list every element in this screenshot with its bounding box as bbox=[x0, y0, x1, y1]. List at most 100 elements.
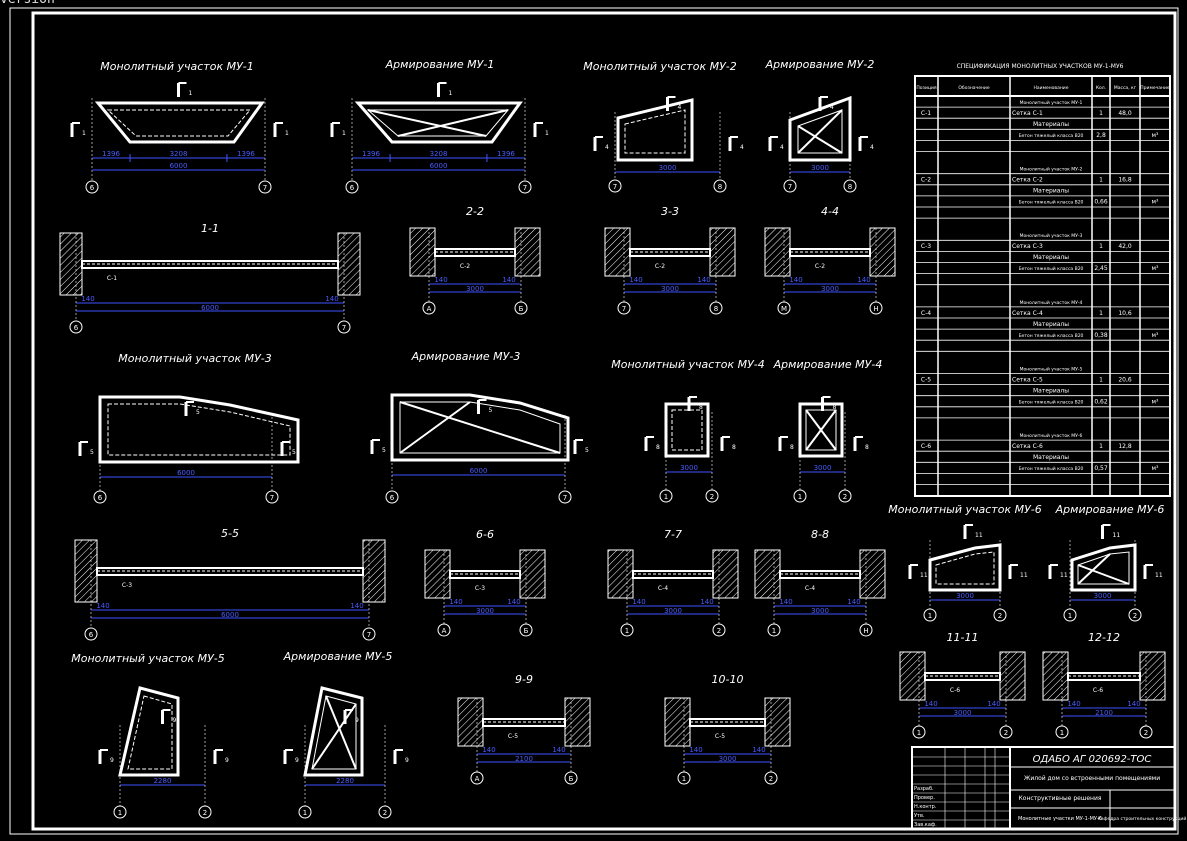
signature-role: Утв. bbox=[914, 813, 925, 819]
axis-bubble bbox=[859, 623, 873, 637]
axis-label: 2 bbox=[383, 809, 387, 817]
dim-text: 6000 bbox=[201, 304, 219, 312]
axis-bubble bbox=[767, 623, 781, 637]
signature-role: Н.контр. bbox=[914, 804, 937, 810]
spec-title: СПЕЦИФИКАЦИЯ МОНОЛИТНЫХ УЧАСТКОВ МУ-1-МУ… bbox=[957, 63, 1124, 70]
slab-inner-edge bbox=[624, 109, 686, 154]
section-mark-label: 4 bbox=[830, 104, 834, 111]
rebar-tag: С-1 bbox=[107, 275, 117, 282]
axis-bubble bbox=[198, 805, 212, 819]
organization: Кафедра строительных конструкций bbox=[1098, 815, 1187, 822]
axis-label: 7 bbox=[342, 324, 346, 332]
axis-label: 7 bbox=[523, 184, 527, 192]
header-fragment: version bbox=[0, 0, 55, 7]
dim-text: 1396 bbox=[497, 150, 515, 158]
axis-label: 2 bbox=[717, 627, 721, 635]
spec-qty: 1 bbox=[1099, 376, 1103, 383]
spec-mass: 42,0 bbox=[1118, 243, 1132, 250]
rebar-tag: С-4 bbox=[805, 585, 815, 592]
spec-qty: 1 bbox=[1099, 310, 1103, 317]
section-mark-label: 11 bbox=[1060, 572, 1068, 579]
section-mark-label: 5 bbox=[585, 447, 589, 454]
slab-outline bbox=[118, 686, 180, 777]
axis-label: 2 bbox=[1133, 612, 1137, 620]
slab-outline bbox=[798, 402, 844, 458]
wall-hatch bbox=[409, 227, 436, 277]
dim-text: 3000 bbox=[814, 464, 832, 472]
section-mark-label: 1 bbox=[285, 130, 289, 137]
axis-bubble bbox=[362, 627, 376, 641]
dim-text: 3000 bbox=[1094, 592, 1112, 600]
dim-text: 140 bbox=[924, 700, 937, 708]
dim-text: 6000 bbox=[221, 611, 239, 619]
spec-qty: 1 bbox=[1099, 443, 1103, 450]
axis-label: Н bbox=[873, 305, 878, 313]
spec-mass: 10,6 bbox=[1118, 310, 1132, 317]
axis-label: 1 bbox=[682, 775, 686, 783]
dim-text: 140 bbox=[325, 295, 338, 303]
section-mark-label: 11 bbox=[1020, 572, 1028, 579]
section-title: 9-9 bbox=[515, 673, 533, 686]
slab-outline bbox=[1070, 543, 1137, 592]
wall-hatch bbox=[59, 232, 83, 296]
section-title: 10-10 bbox=[712, 673, 744, 686]
section-mark-label: 11 bbox=[920, 572, 928, 579]
section-mark-label: 8 bbox=[865, 444, 869, 451]
dim-text: 140 bbox=[987, 700, 1000, 708]
spec-unit: м³ bbox=[1152, 265, 1160, 272]
spec-concrete: Бетон тяжелый класса В20 bbox=[1019, 132, 1084, 139]
axis-label: 2 bbox=[710, 493, 714, 501]
axis-bubble bbox=[783, 179, 797, 193]
spec-unit: м³ bbox=[1152, 332, 1160, 339]
section-mark-label: 11 bbox=[1113, 532, 1121, 539]
axis-label: 1 bbox=[1060, 729, 1064, 737]
spec-concrete: Бетон тяжелый класса В20 bbox=[1019, 332, 1084, 339]
wall-hatch bbox=[607, 549, 634, 599]
spec-group-name: Монолитный участок МУ-1 bbox=[1020, 99, 1083, 106]
axis-bubble bbox=[1139, 725, 1153, 739]
axis-label: Б bbox=[524, 627, 529, 635]
section-mark-label: 5 bbox=[489, 407, 493, 414]
dim-text: 3000 bbox=[821, 285, 839, 293]
rebar-tag: С-2 bbox=[460, 263, 470, 270]
dim-text: 3000 bbox=[680, 464, 698, 472]
axis-bubble bbox=[345, 180, 359, 194]
spec-mass: 48,0 bbox=[1118, 110, 1132, 117]
slab-inner-edge bbox=[935, 551, 995, 585]
axis-label: 2 bbox=[769, 775, 773, 783]
dim-text: 2280 bbox=[336, 777, 354, 785]
rebar-diagonal bbox=[397, 109, 509, 137]
rebar-tag: С-3 bbox=[475, 585, 485, 592]
axis-label: 2 bbox=[998, 612, 1002, 620]
spec-mass: 16,8 bbox=[1118, 177, 1132, 184]
axis-bubble bbox=[705, 489, 719, 503]
stage-name: Конструктивные решения bbox=[1019, 795, 1102, 802]
spec-unit: м³ bbox=[1152, 132, 1160, 139]
dim-text: 1396 bbox=[237, 150, 255, 158]
section-mark-label: 5 bbox=[382, 447, 386, 454]
spec-column-header: Масса, кг bbox=[1114, 85, 1137, 91]
dim-text: 2100 bbox=[1095, 709, 1113, 717]
axis-bubble bbox=[385, 490, 399, 504]
slab-outline bbox=[664, 402, 710, 458]
dim-text: 140 bbox=[779, 598, 792, 606]
dim-text: 3000 bbox=[719, 755, 737, 763]
rebar-diagonal bbox=[1077, 553, 1111, 585]
wall-hatch bbox=[859, 549, 886, 599]
dim-text: 2280 bbox=[154, 777, 172, 785]
axis-bubble bbox=[677, 771, 691, 785]
axis-bubble bbox=[620, 623, 634, 637]
axis-bubble bbox=[519, 623, 533, 637]
axis-label: 8 bbox=[714, 305, 718, 313]
wall-hatch bbox=[337, 232, 361, 296]
rebar-tag: С-3 bbox=[122, 582, 132, 589]
spec-volume: 2,8 bbox=[1096, 132, 1106, 139]
rebar-tag: С-4 bbox=[658, 585, 668, 592]
axis-bubble bbox=[258, 180, 272, 194]
spec-concrete: Бетон тяжелый класса В20 bbox=[1019, 465, 1084, 472]
section-mark-label: 1 bbox=[189, 90, 193, 97]
axis-label: А bbox=[475, 775, 480, 783]
drawing-code: ОДАБО АГ 020692-ТОС bbox=[1033, 754, 1152, 765]
rebar-diagonal bbox=[325, 695, 357, 770]
spec-group-name: Монолитный участок МУ-2 bbox=[1020, 166, 1083, 173]
